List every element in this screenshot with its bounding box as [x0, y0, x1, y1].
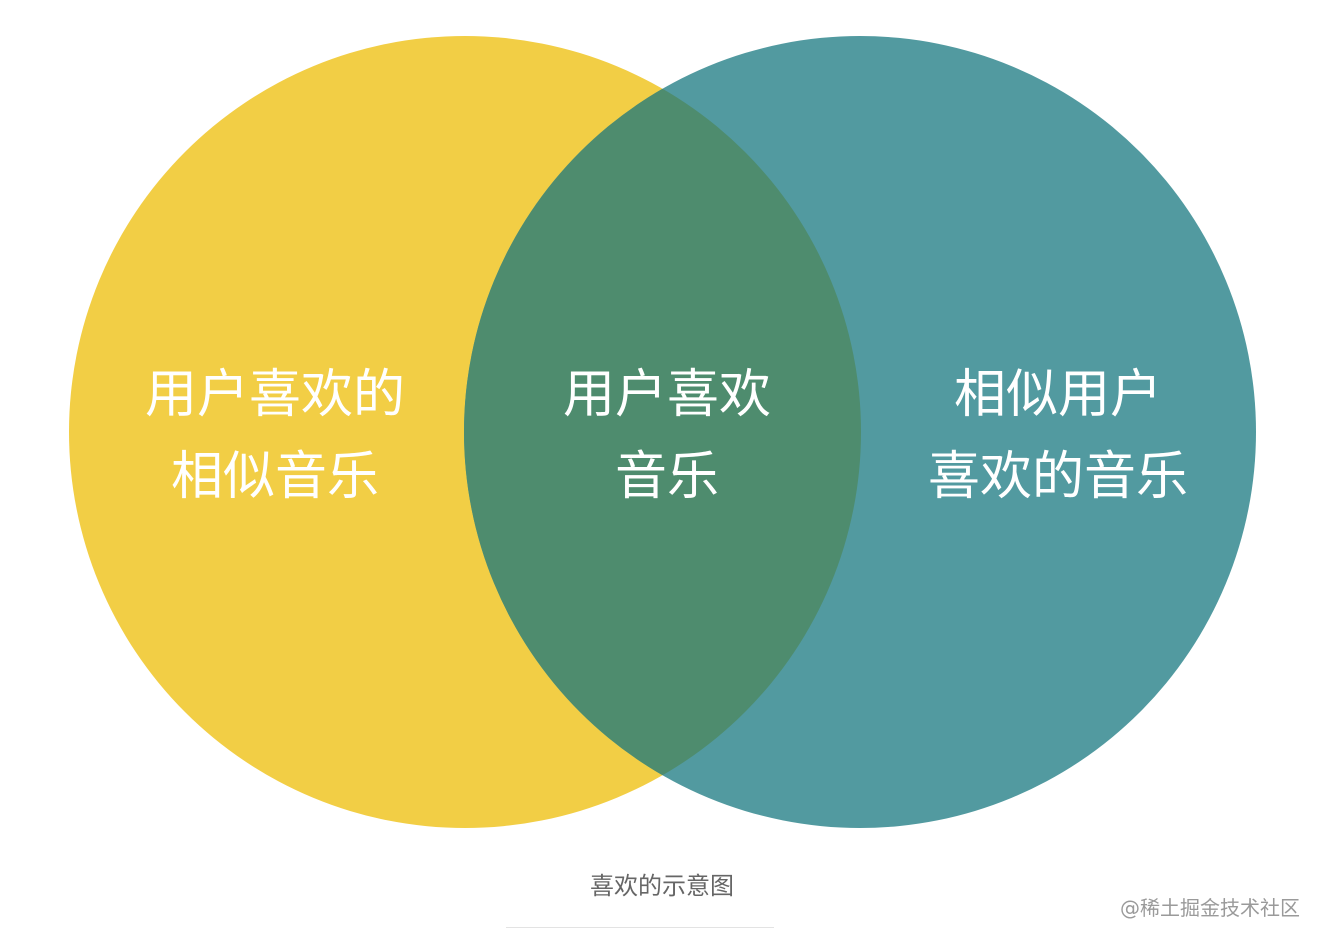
- figure-caption: 喜欢的示意图: [590, 872, 734, 900]
- left-circle-label-line2: 相似音乐: [171, 447, 379, 507]
- caption-divider: [506, 927, 774, 928]
- intersection-region: [464, 36, 861, 828]
- watermark: @稀土掘金技术社区: [1120, 896, 1300, 920]
- intersection-label-line1: 用户喜欢: [563, 365, 771, 425]
- right-circle-label-line2: 喜欢的音乐: [928, 447, 1188, 507]
- venn-diagram: 用户喜欢的 相似音乐 用户喜欢 音乐 相似用户 喜欢的音乐: [69, 36, 1256, 828]
- left-circle-label-line1: 用户喜欢的: [145, 365, 405, 425]
- right-circle-label-line1: 相似用户: [954, 365, 1162, 425]
- intersection-label-line2: 音乐: [615, 447, 719, 507]
